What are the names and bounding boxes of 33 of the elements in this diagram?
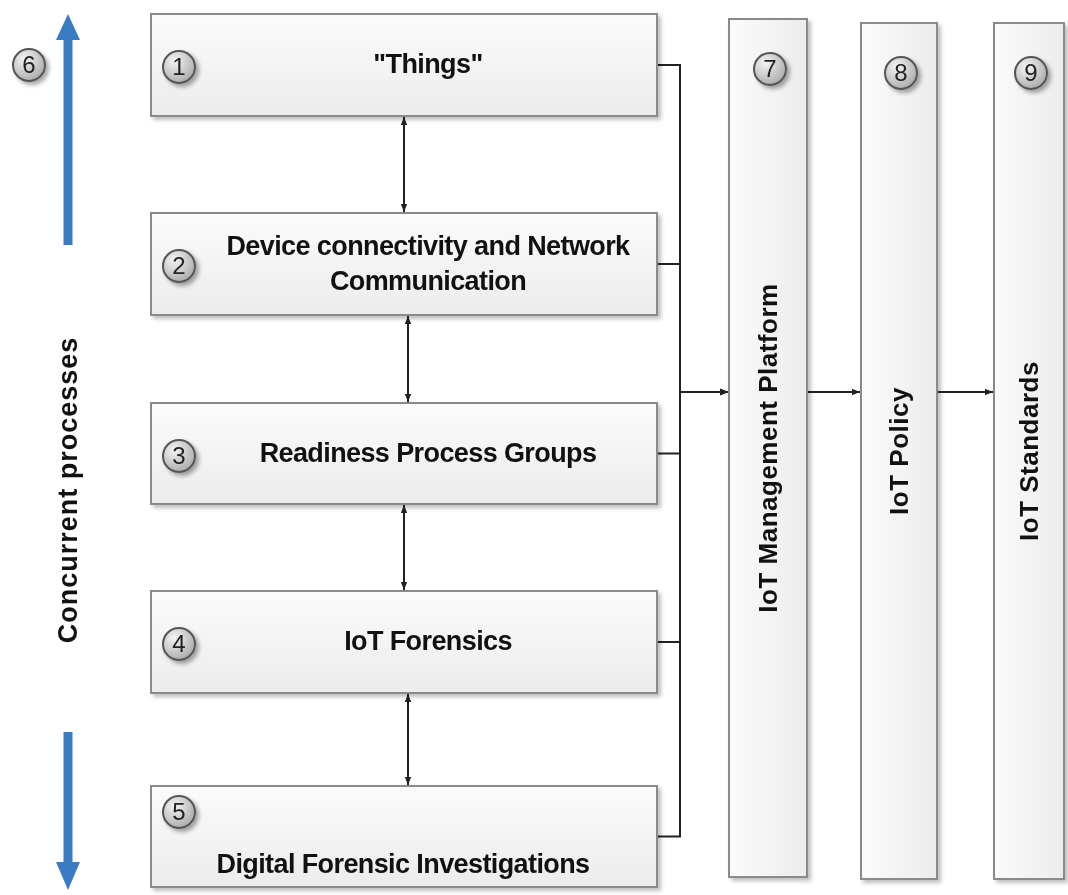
box-label: IoT Forensics <box>343 625 513 659</box>
step-number: 4 <box>162 627 196 661</box>
process-box <box>150 13 658 117</box>
panel-label: IoT Policy <box>883 387 915 515</box>
process-box <box>150 785 658 888</box>
panel-label: IoT Standards <box>1013 361 1045 541</box>
axis-label: Concurrent processes <box>52 336 84 644</box>
arrow <box>400 116 408 213</box>
process-box <box>150 212 658 316</box>
step-number: 7 <box>753 52 787 86</box>
step-number: 3 <box>162 438 196 473</box>
arrow <box>807 388 861 396</box>
stage-panel <box>993 22 1065 880</box>
panel-label: IoT Management Platform <box>752 283 784 613</box>
arrow <box>937 388 994 396</box>
arrow <box>404 315 412 403</box>
step-number: 2 <box>162 249 196 283</box>
box-label: Device connectivity and Network Communication <box>225 229 631 298</box>
arrow <box>404 693 412 786</box>
arrow <box>657 388 729 838</box>
step-number: 1 <box>162 50 196 84</box>
arrow <box>400 504 408 591</box>
step-number: 8 <box>884 56 918 90</box>
box-label: Readiness Process Groups <box>258 436 598 470</box>
step-number: 5 <box>162 795 196 829</box>
box-label: "Things" <box>372 48 484 82</box>
process-box <box>150 402 658 505</box>
stage-panel <box>728 18 808 878</box>
step-number: 9 <box>1014 56 1048 90</box>
box-label: Digital Forensic Investigations <box>215 847 591 881</box>
step-number: 6 <box>12 48 46 82</box>
stage-panel <box>860 22 938 880</box>
process-box <box>150 590 658 694</box>
